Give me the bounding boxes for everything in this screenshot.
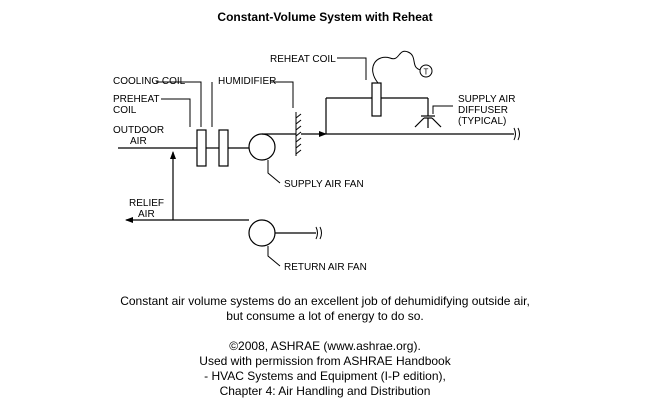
reheat-coil (371, 82, 382, 117)
page-title: Constant-Volume System with Reheat (217, 10, 433, 24)
caption-description: Constant air volume systems do an excell… (0, 294, 650, 324)
supply-air-fan-label: SUPPLY AIR FAN (284, 179, 364, 190)
credit-line: Chapter 4: Air Handling and Distribution (219, 384, 431, 398)
return-duct-break-icon (315, 226, 322, 240)
supply-diffuser-label-line2: DIFFUSER (458, 105, 508, 116)
cooling-coil (218, 129, 229, 167)
control-wire (372, 50, 422, 84)
cooling-coil-label: COOLING COIL (113, 76, 186, 87)
caption-line: but consume a lot of energy to do so. (226, 309, 424, 323)
preheat-coil-label: PREHEAT (113, 94, 160, 105)
thermostat-label: T (424, 68, 429, 77)
caption-line: Constant air volume systems do an excell… (120, 294, 530, 308)
preheat-coil (196, 129, 207, 167)
credit-line: Used with permission from ASHRAE Handboo… (199, 354, 451, 368)
thermostat-icon (419, 64, 433, 78)
outdoor-air-label-line2: AIR (130, 136, 147, 147)
supply-diffuser-label: SUPPLY AIR (458, 94, 515, 105)
leader-lines (156, 57, 453, 267)
supply-diffuser-label-line3: (TYPICAL) (458, 116, 506, 127)
outdoor-air-label: OUTDOOR (113, 125, 164, 136)
preheat-coil-label-line2: COIL (113, 105, 137, 116)
return-air-fan-label: RETURN AIR FAN (284, 262, 367, 273)
humidifier-label: HUMIDIFIER (218, 76, 276, 87)
relief-air-label-line2: AIR (138, 209, 155, 220)
supply-duct-break-icon (513, 127, 520, 141)
credit-line: ©2008, ASHRAE (www.ashrae.org). (229, 339, 421, 353)
supply-diffuser-icon (414, 115, 442, 128)
relief-air-label: RELIEF (129, 198, 164, 209)
humidifier-icon (295, 112, 302, 156)
supply-air-fan-icon (248, 133, 276, 161)
return-air-fan-icon (248, 219, 276, 247)
caption-credit: ©2008, ASHRAE (www.ashrae.org). Used wit… (0, 339, 650, 399)
credit-line: - HVAC Systems and Equipment (I-P editio… (204, 369, 446, 383)
reheat-coil-label: REHEAT COIL (270, 54, 336, 65)
